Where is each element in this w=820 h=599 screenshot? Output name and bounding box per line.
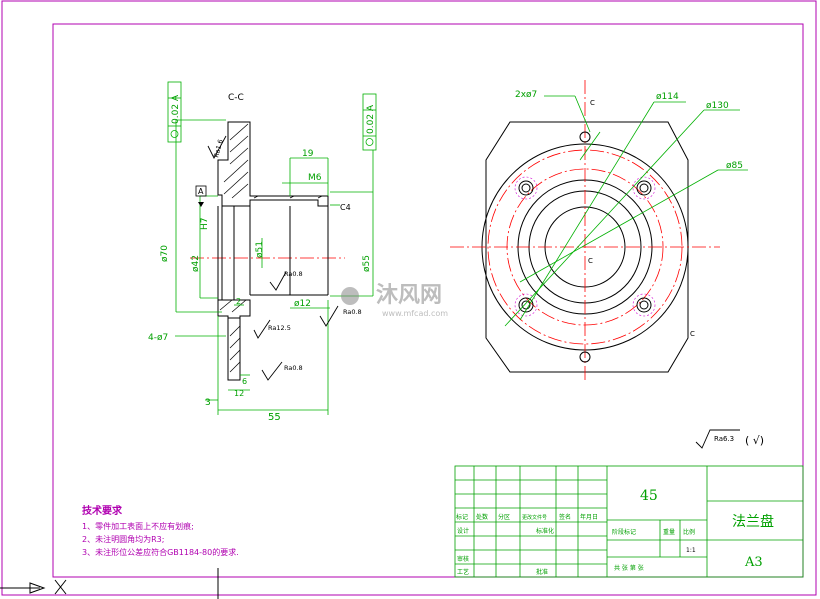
- title-block-text: 标记 处数 分区 更改文件号 签名 年月日 设计 标准化 审核 工艺 批准 阶段…: [456, 488, 774, 576]
- label-c-top: C: [590, 99, 595, 107]
- dim-phi70: ø70: [160, 245, 170, 262]
- view-label: C-C: [228, 93, 244, 103]
- ra-3: Ra0.8: [343, 308, 362, 316]
- tol-left-text: 0.02 A: [171, 94, 181, 124]
- tol-frame-right: [362, 93, 377, 151]
- ra-2: Ra0.8: [284, 270, 303, 278]
- datum-box: [195, 185, 207, 197]
- tb-process: 工艺: [457, 568, 469, 576]
- tol-frame-left: [167, 81, 182, 143]
- section-hatch-lower: [217, 299, 251, 381]
- watermark: 沐风网 www.mfcad.com: [341, 283, 448, 318]
- tb-date: 年月日: [580, 513, 598, 521]
- tb-check: 审核: [457, 555, 469, 563]
- dim-h7: H7: [200, 218, 210, 231]
- tb-zone: 分区: [498, 513, 510, 521]
- tech-item-1: 1、零件加工表面上不应有划痕;: [82, 521, 194, 531]
- dim-m6: M6: [308, 173, 322, 183]
- tb-std: 标准化: [536, 527, 554, 535]
- tb-design: 设计: [457, 527, 469, 535]
- dim-phi42: ø42: [191, 255, 201, 272]
- tech-item-3: 3、未注形位公差应符合GB1184-80的要求.: [82, 547, 239, 557]
- tb-count: 处数: [476, 513, 488, 521]
- tb-part-name: 法兰盘: [732, 513, 774, 530]
- label-c-bottom: C: [690, 330, 695, 338]
- tb-approve: 批准: [536, 568, 548, 576]
- general-ra: Ra6.3: [714, 435, 734, 443]
- dim-6: 6: [242, 377, 247, 386]
- title-block: [454, 465, 804, 578]
- tb-stage: 阶段标记: [612, 528, 636, 536]
- ucs-marker: [0, 568, 219, 599]
- tb-weight: 重量: [663, 528, 675, 536]
- tb-sheets: 共 张 第 张: [614, 564, 644, 572]
- dim-2: 2: [236, 297, 241, 306]
- ra-5: Ra0.8: [284, 364, 303, 372]
- dim-3: 3: [205, 398, 211, 408]
- front-view: 2xø7 ø114 ø130 ø85 C C C: [450, 80, 748, 380]
- dim-19: 19: [302, 149, 314, 159]
- section-hatch-lines: [223, 123, 323, 199]
- tech-requirements: 技术要求 1、零件加工表面上不应有划痕; 2、未注明圆角均为R3; 3、未注形位…: [82, 504, 239, 557]
- hole-pcd-marks: [514, 176, 656, 317]
- tb-material: 45: [640, 488, 658, 504]
- general-roughness: Ra6.3 ( √): [695, 429, 764, 449]
- tech-title: 技术要求: [82, 504, 123, 517]
- label-phi85: ø85: [726, 161, 743, 171]
- general-paren: ( √): [745, 434, 764, 447]
- dim-4-phi7: 4-ø7: [148, 333, 168, 343]
- tb-ratio: 比例: [683, 528, 695, 536]
- tol-right-text: 0.02 A: [366, 104, 376, 134]
- section-dim-lines: [175, 119, 374, 415]
- tb-change: 更改文件号: [522, 514, 547, 521]
- flange-outline: [485, 121, 689, 373]
- datum-label: A: [198, 187, 204, 196]
- dim-phi12: ø12: [294, 299, 311, 309]
- holes: [518, 131, 652, 363]
- dim-55: 55: [268, 412, 281, 423]
- label-phi114: ø114: [656, 92, 679, 102]
- datum-triangle: [198, 202, 204, 207]
- tech-item-2: 2、未注明圆角均为R3;: [82, 534, 164, 544]
- tb-scale: 1:1: [686, 547, 696, 554]
- dim-phi55: ø55: [362, 255, 372, 272]
- watermark-brand: 沐风网: [376, 283, 442, 308]
- ra-1: Ra1.6: [212, 138, 225, 158]
- tb-sheet-size: A3: [744, 555, 763, 570]
- label-c-center: C: [588, 257, 593, 265]
- label-phi130: ø130: [706, 101, 729, 111]
- label-2xphi7: 2xø7: [515, 90, 537, 100]
- watermark-url: www.mfcad.com: [382, 309, 448, 318]
- dim-c4: C4: [340, 203, 351, 212]
- dim-phi51: ø51: [255, 241, 265, 258]
- section-hatch-lower-lines: [219, 299, 247, 373]
- tb-mark: 标记: [456, 513, 468, 521]
- front-leaders: [504, 95, 748, 327]
- ra-4: Ra12.5: [268, 324, 291, 332]
- roughness-symbols: [207, 135, 339, 381]
- dim-12: 12: [234, 389, 244, 398]
- section-hatch-upper: [217, 121, 329, 207]
- tb-sign: 签名: [559, 513, 571, 521]
- inner-border: [52, 23, 804, 578]
- section-view: C-C: [148, 81, 377, 423]
